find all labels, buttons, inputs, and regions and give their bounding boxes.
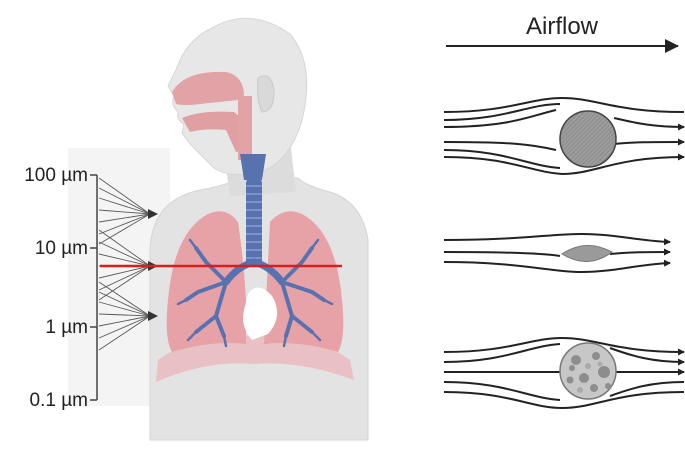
- larynx: [240, 154, 266, 180]
- porous-sphere-icon: [560, 343, 616, 399]
- sphere-icon: [560, 111, 616, 167]
- scale-label-0-1um: 0.1 µm: [30, 390, 88, 411]
- spindle-icon: [562, 245, 612, 261]
- scale-label-100um: 100 µm: [24, 165, 88, 186]
- human-figure: [150, 18, 368, 440]
- scale-label-10um: 10 µm: [35, 238, 88, 259]
- pharynx: [238, 96, 252, 160]
- scale-label-1um: 1 µm: [45, 317, 88, 338]
- trachea: [246, 178, 262, 266]
- airflow-label: Airflow: [526, 13, 599, 40]
- ear: [258, 76, 275, 112]
- spindle-particle-streamlines: [444, 234, 670, 272]
